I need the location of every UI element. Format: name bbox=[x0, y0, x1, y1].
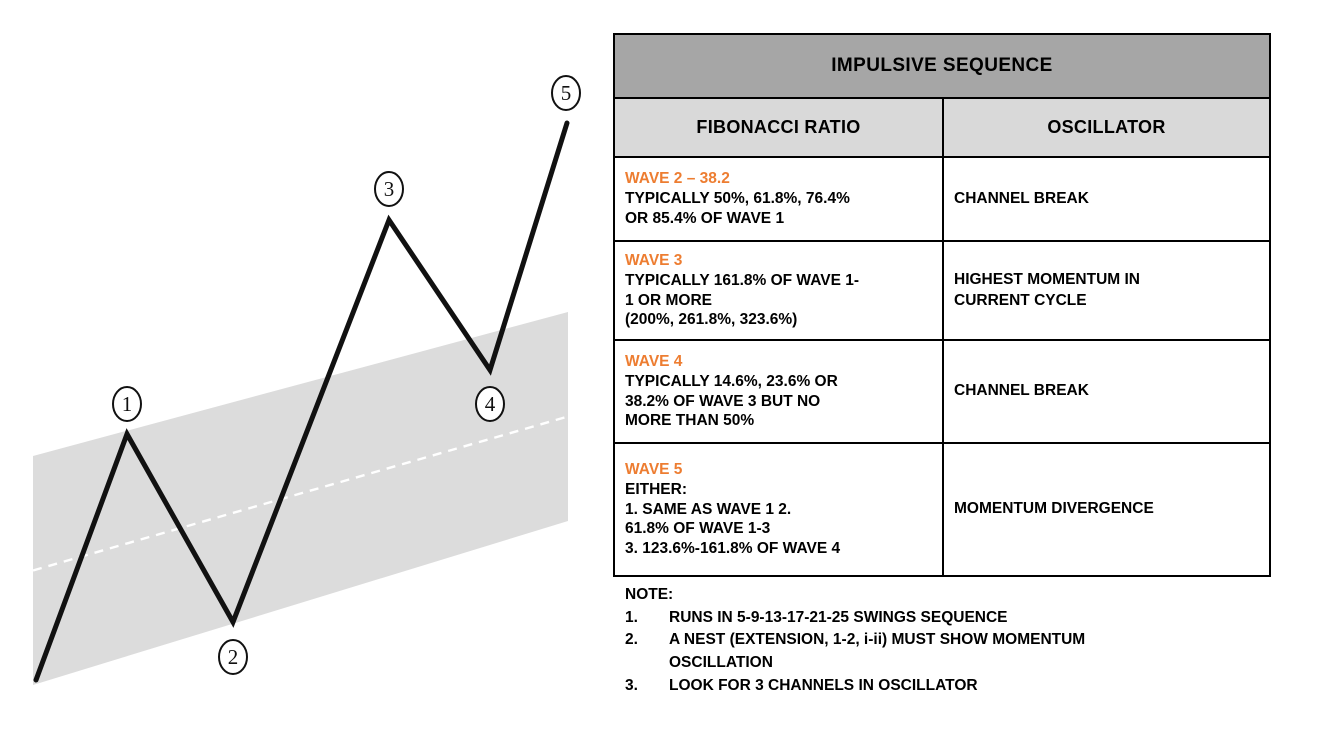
note-number: 2. bbox=[625, 631, 638, 649]
wave-label-2-text: 2 bbox=[228, 645, 239, 669]
note-text: LOOK FOR 3 CHANNELS IN OSCILLATOR bbox=[669, 676, 978, 694]
wave-name-2: WAVE 2 – 38.2 bbox=[625, 170, 730, 188]
note-number: 3. bbox=[625, 676, 638, 694]
notes-list: 1. RUNS IN 5-9-13-17-21-25 SWINGS SEQUEN… bbox=[625, 607, 1265, 698]
impulsive-sequence-table-panel: IMPULSIVE SEQUENCE FIBONACCI RATIO OSCIL… bbox=[613, 33, 1271, 577]
oscillator-cell-wave-4: CHANNEL BREAK bbox=[942, 339, 1271, 444]
wave-label-1: 1 bbox=[112, 386, 142, 422]
wave-label-2: 2 bbox=[218, 639, 248, 675]
fib-line: 1. SAME AS WAVE 1 2. bbox=[625, 500, 792, 518]
wave-name-4: WAVE 4 bbox=[625, 352, 683, 370]
fib-line: TYPICALLY 50%, 61.8%, 76.4% bbox=[625, 190, 850, 208]
wave-label-1-text: 1 bbox=[122, 392, 133, 416]
note-text: A NEST (EXTENSION, 1-2, i-ii) MUST SHOW … bbox=[669, 631, 1086, 649]
column-header-fibonacci-ratio: FIBONACCI RATIO bbox=[613, 97, 944, 158]
table-title: IMPULSIVE SEQUENCE bbox=[613, 33, 1271, 99]
wave-label-3: 3 bbox=[374, 171, 404, 207]
oscillator-line: CHANNEL BREAK bbox=[954, 189, 1089, 207]
table-row: WAVE 3 TYPICALLY 161.8% OF WAVE 1- 1 OR … bbox=[613, 240, 1271, 341]
list-item: 2. A NEST (EXTENSION, 1-2, i-ii) MUST SH… bbox=[625, 629, 1265, 674]
fib-line: MORE THAN 50% bbox=[625, 412, 755, 430]
oscillator-line: HIGHEST MOMENTUM IN bbox=[954, 271, 1140, 289]
list-item: 1. RUNS IN 5-9-13-17-21-25 SWINGS SEQUEN… bbox=[625, 607, 1265, 630]
fib-line: (200%, 261.8%, 323.6%) bbox=[625, 311, 798, 329]
note-text: OSCILLATION bbox=[669, 653, 773, 671]
oscillator-line: CHANNEL BREAK bbox=[954, 382, 1089, 400]
oscillator-cell-wave-5: MOMENTUM DIVERGENCE bbox=[942, 442, 1271, 577]
fib-line: 3. 123.6%-161.8% OF WAVE 4 bbox=[625, 540, 841, 558]
list-item: 3. LOOK FOR 3 CHANNELS IN OSCILLATOR bbox=[625, 675, 1265, 698]
notes-section: NOTE: 1. RUNS IN 5-9-13-17-21-25 SWINGS … bbox=[625, 584, 1265, 697]
fib-line: TYPICALLY 161.8% OF WAVE 1- bbox=[625, 271, 860, 289]
table-header-row: FIBONACCI RATIO OSCILLATOR bbox=[613, 97, 1271, 158]
fib-line: 61.8% OF WAVE 1-3 bbox=[625, 520, 771, 538]
fib-line: TYPICALLY 14.6%, 23.6% OR bbox=[625, 372, 838, 390]
fib-line: 38.2% OF WAVE 3 BUT NO bbox=[625, 392, 821, 410]
wave-label-5: 5 bbox=[551, 75, 581, 111]
note-text: RUNS IN 5-9-13-17-21-25 SWINGS SEQUENCE bbox=[669, 608, 1008, 626]
fib-cell-wave-5: WAVE 5 EITHER: 1. SAME AS WAVE 1 2. 61.8… bbox=[613, 442, 944, 577]
wave-name-5: WAVE 5 bbox=[625, 460, 683, 478]
fib-line: EITHER: bbox=[625, 480, 687, 498]
price-channel-band bbox=[33, 312, 568, 685]
fib-line: OR 85.4% OF WAVE 1 bbox=[625, 209, 785, 227]
channel-midline-dashed bbox=[32, 415, 569, 572]
oscillator-line: MOMENTUM DIVERGENCE bbox=[954, 500, 1154, 518]
table-row: WAVE 4 TYPICALLY 14.6%, 23.6% OR 38.2% O… bbox=[613, 339, 1271, 444]
wave-label-4-text: 4 bbox=[485, 392, 496, 416]
notes-heading: NOTE: bbox=[625, 586, 674, 603]
fib-cell-wave-3: WAVE 3 TYPICALLY 161.8% OF WAVE 1- 1 OR … bbox=[613, 240, 944, 341]
impulsive-sequence-table: IMPULSIVE SEQUENCE FIBONACCI RATIO OSCIL… bbox=[613, 33, 1271, 577]
wave-name-3: WAVE 3 bbox=[625, 251, 683, 269]
oscillator-line: CURRENT CYCLE bbox=[954, 291, 1087, 309]
fib-cell-wave-4: WAVE 4 TYPICALLY 14.6%, 23.6% OR 38.2% O… bbox=[613, 339, 944, 444]
impulse-wave-polyline bbox=[33, 120, 570, 683]
fib-line: 1 OR MORE bbox=[625, 291, 712, 309]
wave-label-5-text: 5 bbox=[561, 81, 572, 105]
table-title-row: IMPULSIVE SEQUENCE bbox=[613, 33, 1271, 99]
note-number: 1. bbox=[625, 608, 638, 626]
column-header-oscillator: OSCILLATOR bbox=[942, 97, 1271, 158]
wave-label-3-text: 3 bbox=[384, 177, 395, 201]
wave-label-4: 4 bbox=[475, 386, 505, 422]
fib-cell-wave-2: WAVE 2 – 38.2 TYPICALLY 50%, 61.8%, 76.4… bbox=[613, 156, 944, 242]
table-row: WAVE 5 EITHER: 1. SAME AS WAVE 1 2. 61.8… bbox=[613, 442, 1271, 577]
table-row: WAVE 2 – 38.2 TYPICALLY 50%, 61.8%, 76.4… bbox=[613, 156, 1271, 242]
oscillator-cell-wave-2: CHANNEL BREAK bbox=[942, 156, 1271, 242]
oscillator-cell-wave-3: HIGHEST MOMENTUM IN CURRENT CYCLE bbox=[942, 240, 1271, 341]
elliott-wave-chart: 1 2 3 4 5 bbox=[32, 75, 581, 685]
